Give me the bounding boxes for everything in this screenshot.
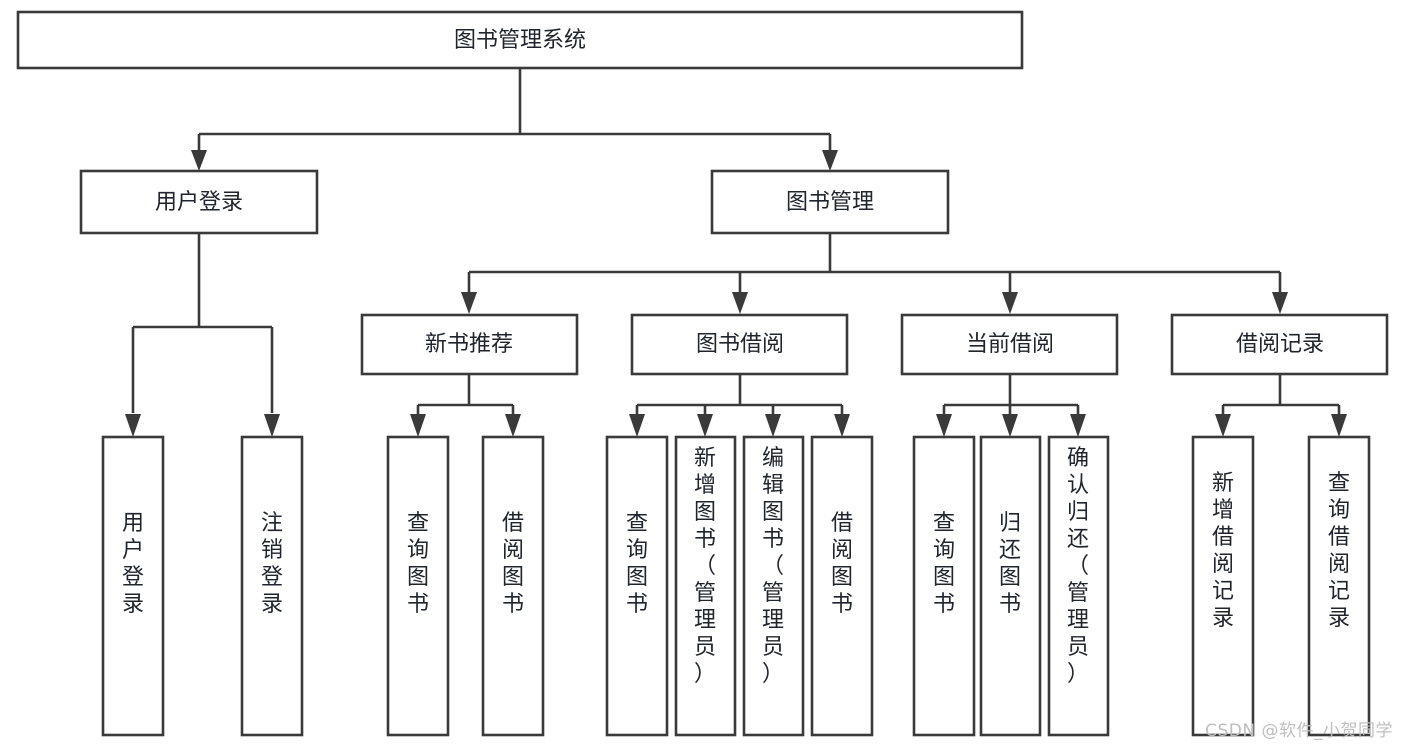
node-root[interactable]: 图书管理系统 bbox=[16, 10, 1024, 70]
node-leaf-borrow-edit-book-label: 编辑图书（管理员） bbox=[762, 446, 784, 687]
connector-layer bbox=[125, 68, 1347, 437]
node-leaf-user-logout[interactable]: 注销登录 bbox=[240, 435, 304, 737]
node-leaf-record-add-label: 新增借阅记录 bbox=[1212, 471, 1234, 631]
arrowhead-borrow-record bbox=[1272, 292, 1288, 314]
node-leaf-user-login[interactable]: 用户登录 bbox=[101, 435, 165, 737]
arrowhead-leaf-borrow-add-book bbox=[697, 414, 713, 437]
edge-user-login-to-leaves bbox=[131, 233, 274, 413]
arrowhead-book-manage bbox=[822, 150, 838, 171]
arrowhead-leaf-current-query-book bbox=[936, 414, 952, 437]
edge-book-borrow-to-leaves bbox=[635, 375, 844, 415]
edge-borrow-record-to-leaves bbox=[1221, 375, 1341, 415]
arrowhead-leaf-rec-query-book bbox=[410, 414, 426, 437]
node-book-borrow-label: 图书借阅 bbox=[696, 332, 784, 357]
node-user-login[interactable]: 用户登录 bbox=[79, 169, 319, 235]
arrowhead-leaf-borrow-borrow-book bbox=[834, 414, 850, 437]
arrowhead-leaf-borrow-query-book bbox=[629, 414, 645, 437]
node-current-borrow[interactable]: 当前借阅 bbox=[900, 313, 1119, 376]
node-leaf-user-logout-label: 注销登录 bbox=[261, 511, 283, 617]
node-leaf-record-query[interactable]: 查询借阅记录 bbox=[1307, 435, 1371, 737]
node-current-borrow-label: 当前借阅 bbox=[966, 332, 1054, 357]
arrowhead-current-borrow bbox=[1002, 292, 1018, 314]
node-root-label: 图书管理系统 bbox=[454, 28, 586, 53]
node-leaf-current-return-book[interactable]: 归还图书 bbox=[979, 435, 1042, 737]
node-leaf-borrow-borrow-book[interactable]: 借阅图书 bbox=[810, 435, 874, 737]
node-new-book-rec[interactable]: 新书推荐 bbox=[360, 313, 579, 376]
arrowhead-leaf-current-return-book bbox=[1002, 414, 1018, 437]
arrowhead-book-borrow bbox=[732, 292, 748, 314]
node-leaf-current-confirm-return-label: 确认归还（管理员） bbox=[1067, 446, 1089, 687]
node-book-manage[interactable]: 图书管理 bbox=[710, 169, 950, 235]
node-leaf-current-confirm-return[interactable]: 确认归还（管理员） bbox=[1047, 435, 1110, 737]
arrowhead-leaf-rec-borrow-book bbox=[505, 414, 521, 437]
node-leaf-current-query-book[interactable]: 查询图书 bbox=[912, 435, 976, 737]
edge-new-book-rec-to-leaves bbox=[416, 375, 515, 415]
edge-current-borrow-to-leaves bbox=[942, 375, 1080, 415]
edge-root-to-level2 bbox=[197, 68, 832, 158]
node-leaf-record-query-label: 查询借阅记录 bbox=[1328, 471, 1350, 631]
node-new-book-rec-label: 新书推荐 bbox=[425, 332, 513, 357]
node-leaf-rec-query-book[interactable]: 查询图书 bbox=[386, 435, 450, 737]
node-leaf-borrow-add-book-label: 新增图书（管理员） bbox=[694, 446, 716, 687]
node-leaf-current-query-book-label: 查询图书 bbox=[933, 511, 955, 617]
arrowhead-new-book-rec bbox=[461, 292, 477, 314]
node-leaf-borrow-borrow-book-label: 借阅图书 bbox=[831, 511, 853, 617]
arrowhead-leaf-borrow-edit-book bbox=[765, 414, 781, 437]
arrowhead-leaf-user-login bbox=[125, 414, 141, 437]
arrowhead-leaf-record-add bbox=[1215, 414, 1231, 437]
node-leaf-borrow-query-book-label: 查询图书 bbox=[626, 511, 648, 617]
node-leaf-borrow-query-book[interactable]: 查询图书 bbox=[605, 435, 669, 737]
node-user-login-label: 用户登录 bbox=[155, 190, 243, 215]
node-leaf-record-add[interactable]: 新增借阅记录 bbox=[1191, 435, 1255, 737]
arrowhead-leaf-user-logout bbox=[264, 414, 280, 437]
node-leaf-rec-borrow-book-label: 借阅图书 bbox=[502, 511, 524, 617]
node-leaf-rec-query-book-label: 查询图书 bbox=[407, 511, 429, 617]
node-leaf-rec-borrow-book[interactable]: 借阅图书 bbox=[481, 435, 545, 737]
node-leaf-borrow-add-book[interactable]: 新增图书（管理员） bbox=[674, 435, 737, 737]
node-book-manage-label: 图书管理 bbox=[786, 190, 874, 215]
arrowhead-leaf-record-query bbox=[1331, 414, 1347, 437]
node-leaf-borrow-edit-book[interactable]: 编辑图书（管理员） bbox=[742, 435, 805, 737]
edge-book-manage-to-level3 bbox=[467, 233, 1282, 296]
node-borrow-record-label: 借阅记录 bbox=[1236, 332, 1324, 357]
node-leaf-user-login-label: 用户登录 bbox=[122, 511, 144, 617]
arrowhead-leaf-current-confirm-return bbox=[1070, 414, 1086, 437]
node-leaf-current-return-book-label: 归还图书 bbox=[999, 511, 1021, 617]
arrowhead-user-login bbox=[191, 150, 207, 171]
node-borrow-record[interactable]: 借阅记录 bbox=[1170, 313, 1389, 376]
node-book-borrow[interactable]: 图书借阅 bbox=[630, 313, 849, 376]
